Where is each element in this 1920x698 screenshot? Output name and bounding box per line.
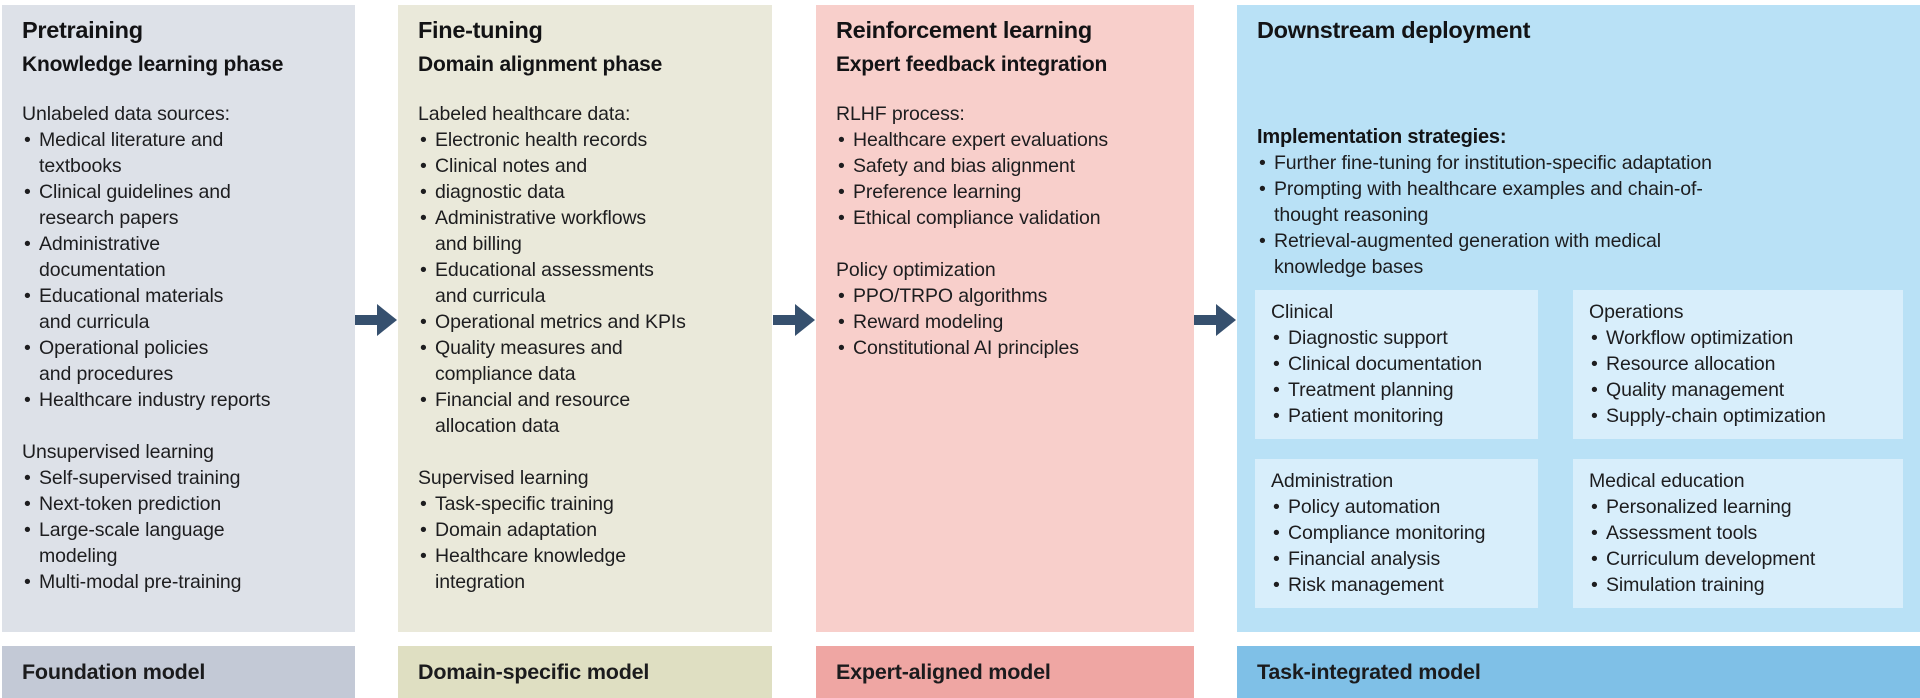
reinforcement-learning-title: Reinforcement learning: [836, 17, 1092, 43]
list-item: Preference learning: [836, 179, 1174, 205]
list-item: Next-token prediction: [22, 491, 335, 517]
list-item: Reward modeling: [836, 309, 1174, 335]
list-item: Treatment planning: [1271, 377, 1522, 403]
list-item: Healthcare expert evaluations: [836, 127, 1174, 153]
flow-arrow-icon: [773, 303, 815, 337]
list-item: diagnostic data: [418, 179, 752, 205]
pretraining-subtitle: Knowledge learning phase: [22, 53, 284, 76]
list-item: Healthcare industry reports: [22, 387, 335, 413]
pretraining-title: Pretraining: [22, 17, 143, 43]
list-item: Quality management: [1589, 377, 1887, 403]
domain-specific-model-bar: Domain-specific model: [398, 646, 772, 698]
clinical-box-title: Clinical: [1271, 301, 1334, 323]
list-item: Supply-chain optimization: [1589, 403, 1887, 429]
list-item: Clinical notes and: [418, 153, 752, 179]
operations-box-title: Operations: [1589, 301, 1684, 323]
finetuning-title: Fine-tuning: [418, 17, 543, 43]
supervised-learning-section: Supervised learning Task-specific traini…: [418, 465, 752, 595]
list-item: Workflow optimization: [1589, 325, 1887, 351]
section-heading: Unlabeled data sources:: [22, 103, 231, 125]
list-item: Clinical guidelines and research papers: [22, 179, 335, 231]
domain-specific-model-label: Domain-specific model: [418, 659, 650, 684]
deployment-domains-grid: Clinical Diagnostic support Clinical doc…: [1255, 290, 1903, 608]
list-item: Self-supervised training: [22, 465, 335, 491]
list-item: Further fine-tuning for institution-spec…: [1257, 150, 1900, 176]
foundation-model-label: Foundation model: [22, 659, 206, 684]
list-item: Healthcare knowledge integration: [418, 543, 752, 595]
operations-box: Operations Workflow optimization Resourc…: [1573, 290, 1903, 439]
list-item: Safety and bias alignment: [836, 153, 1174, 179]
unsupervised-learning-section: Unsupervised learning Self-supervised tr…: [22, 439, 335, 595]
list-item: Administrative documentation: [22, 231, 335, 283]
flow-arrow-icon: [1194, 303, 1236, 337]
section-heading: RLHF process:: [836, 103, 965, 125]
list-item: Resource allocation: [1589, 351, 1887, 377]
expert-aligned-model-bar: Expert-aligned model: [816, 646, 1194, 698]
medical-education-box: Medical education Personalized learning …: [1573, 459, 1903, 608]
policy-optimization-section: Policy optimization PPO/TRPO algorithms …: [836, 257, 1174, 361]
list-item: Constitutional AI principles: [836, 335, 1174, 361]
list-item: Personalized learning: [1589, 494, 1887, 520]
list-item: Patient monitoring: [1271, 403, 1522, 429]
finetuning-column: Fine-tuning Domain alignment phase Label…: [398, 5, 772, 632]
list-item: Retrieval-augmented generation with medi…: [1257, 228, 1900, 280]
list-item: Clinical documentation: [1271, 351, 1522, 377]
expert-aligned-model-label: Expert-aligned model: [836, 659, 1051, 684]
administration-box-title: Administration: [1271, 470, 1394, 492]
deployment-title: Downstream deployment: [1257, 17, 1531, 43]
finetuning-subtitle: Domain alignment phase: [418, 53, 663, 76]
section-heading: Unsupervised learning: [22, 441, 214, 463]
list-item: Quality measures and compliance data: [418, 335, 752, 387]
list-item: Curriculum development: [1589, 546, 1887, 572]
rlhf-process-section: RLHF process: Healthcare expert evaluati…: [836, 101, 1174, 231]
foundation-model-bar: Foundation model: [2, 646, 355, 698]
list-item: Financial analysis: [1271, 546, 1522, 572]
list-item: Diagnostic support: [1271, 325, 1522, 351]
section-heading: Supervised learning: [418, 467, 589, 489]
labeled-data-section: Labeled healthcare data: Electronic heal…: [418, 101, 752, 439]
unlabeled-data-section: Unlabeled data sources: Medical literatu…: [22, 101, 335, 413]
flow-arrow-icon: [355, 303, 397, 337]
list-item: Financial and resource allocation data: [418, 387, 752, 439]
deployment-column: Downstream deployment Implementation str…: [1237, 5, 1920, 632]
reinforcement-learning-subtitle: Expert feedback integration: [836, 53, 1108, 76]
list-item: Operational metrics and KPIs: [418, 309, 752, 335]
list-item: Educational assessments and curricula: [418, 257, 752, 309]
section-heading: Policy optimization: [836, 259, 996, 281]
list-item: Medical literature and textbooks: [22, 127, 335, 179]
list-item: Task-specific training: [418, 491, 752, 517]
list-item: Educational materials and curricula: [22, 283, 335, 335]
list-item: Electronic health records: [418, 127, 752, 153]
list-item: Operational policies and procedures: [22, 335, 335, 387]
list-item: Ethical compliance validation: [836, 205, 1174, 231]
list-item: PPO/TRPO algorithms: [836, 283, 1174, 309]
list-item: Compliance monitoring: [1271, 520, 1522, 546]
reinforcement-learning-column: Reinforcement learning Expert feedback i…: [816, 5, 1194, 632]
administration-box: Administration Policy automation Complia…: [1255, 459, 1538, 608]
implementation-strategies-heading: Implementation strategies:: [1257, 126, 1507, 148]
section-heading: Labeled healthcare data:: [418, 103, 631, 125]
pretraining-column: Pretraining Knowledge learning phase Unl…: [2, 5, 355, 632]
list-item: Simulation training: [1589, 572, 1887, 598]
list-item: Risk management: [1271, 572, 1522, 598]
list-item: Assessment tools: [1589, 520, 1887, 546]
list-item: Large-scale language modeling: [22, 517, 335, 569]
task-integrated-model-bar: Task-integrated model: [1237, 646, 1920, 698]
task-integrated-model-label: Task-integrated model: [1257, 659, 1481, 684]
list-item: Administrative workflows and billing: [418, 205, 752, 257]
list-item: Multi-modal pre-training: [22, 569, 335, 595]
list-item: Domain adaptation: [418, 517, 752, 543]
medical-education-box-title: Medical education: [1589, 470, 1745, 492]
list-item: Policy automation: [1271, 494, 1522, 520]
clinical-box: Clinical Diagnostic support Clinical doc…: [1255, 290, 1538, 439]
list-item: Prompting with healthcare examples and c…: [1257, 176, 1900, 228]
